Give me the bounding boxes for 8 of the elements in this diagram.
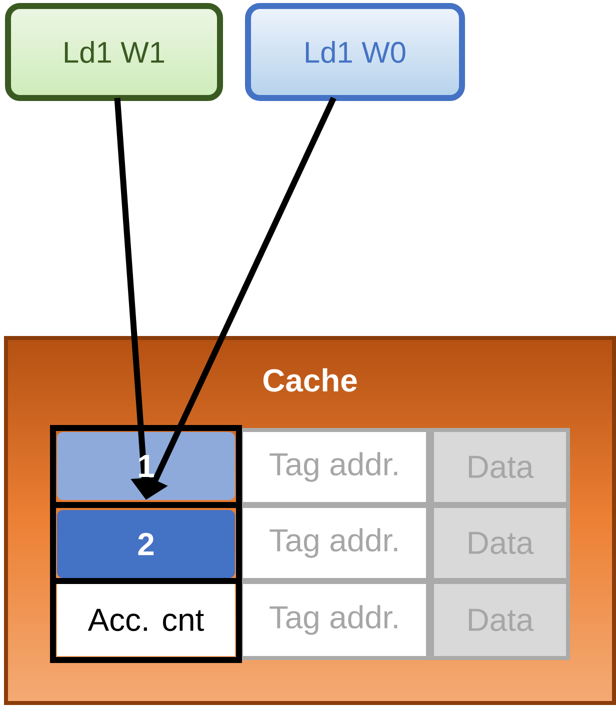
load-box: Ld1 W0 bbox=[245, 3, 465, 101]
tag-cell: Tag addr. bbox=[239, 504, 430, 582]
tag-cell: Tag addr. bbox=[239, 428, 430, 506]
tag-cell: Tag addr. bbox=[239, 580, 430, 660]
counter-cell: Acc. cnt bbox=[57, 584, 235, 656]
counter-cell: 2 bbox=[57, 510, 235, 578]
counter-cell bbox=[57, 432, 235, 500]
load-box: Ld1 W1 bbox=[5, 3, 223, 101]
